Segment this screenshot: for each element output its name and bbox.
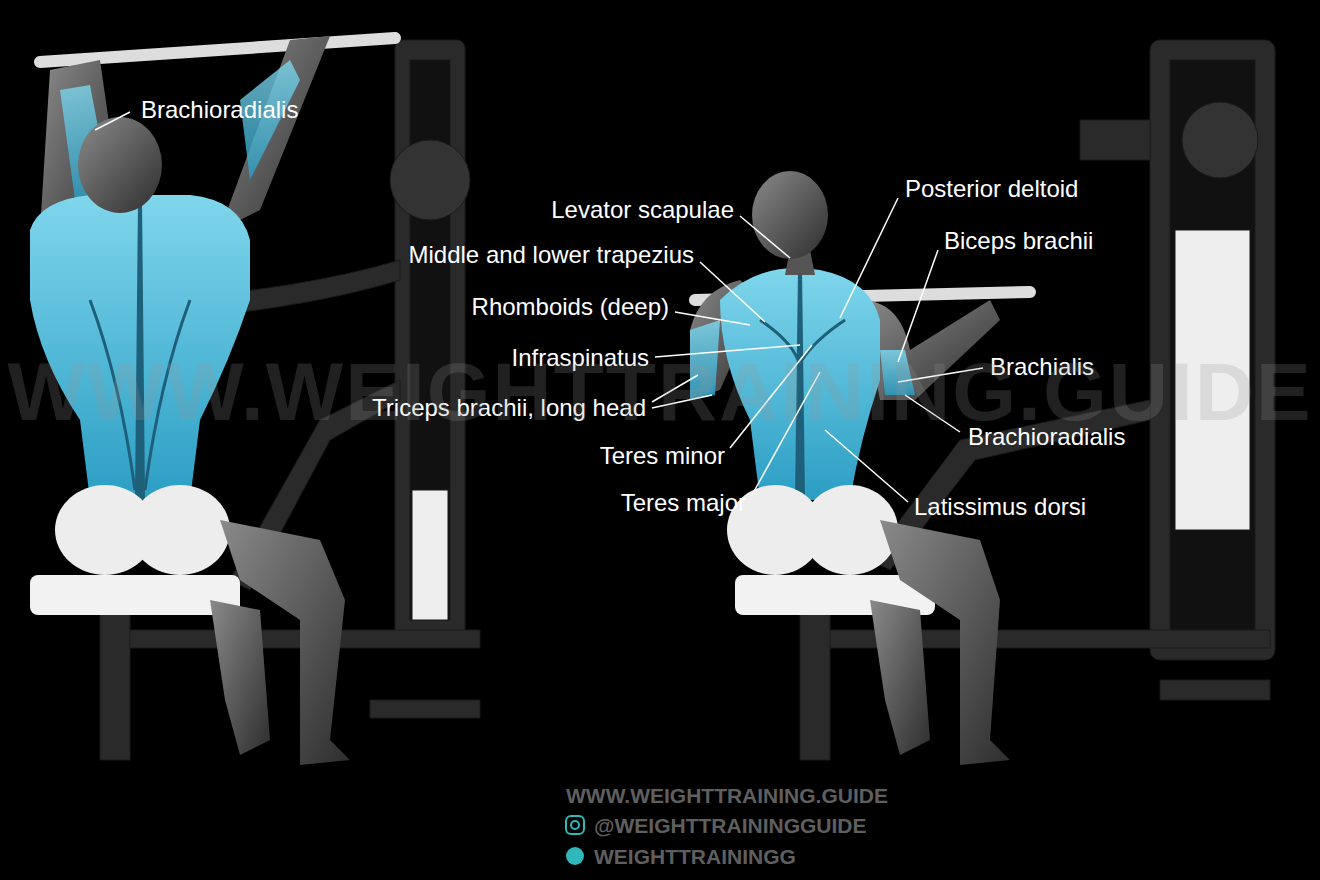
website-footer: WWW.WEIGHTTRAINING.GUIDE: [566, 784, 888, 808]
instagram-handle: @WEIGHTTRAININGGUIDE: [594, 814, 866, 838]
muscle-label: Teres major: [621, 489, 746, 517]
pinterest-handle: WEIGHTTRAININGG: [594, 845, 796, 869]
leader-lines: [95, 112, 983, 502]
muscle-label: Levator scapulae: [551, 196, 734, 224]
seat: [30, 575, 240, 615]
muscle-label: Latissimus dorsi: [914, 493, 1086, 521]
muscle-label: Posterior deltoid: [905, 175, 1078, 203]
watermark: WWW.WEIGHTTRAINING.GUIDE: [7, 342, 1312, 442]
muscle-label: Middle and lower trapezius: [409, 241, 694, 269]
social-icons: [566, 816, 584, 865]
muscle-label: Brachioradialis: [141, 96, 298, 124]
muscle-label: Teres minor: [600, 442, 725, 470]
muscle-label: Biceps brachii: [944, 227, 1093, 255]
muscle-label: Rhomboids (deep): [472, 293, 669, 321]
figure-right: [690, 171, 1030, 765]
